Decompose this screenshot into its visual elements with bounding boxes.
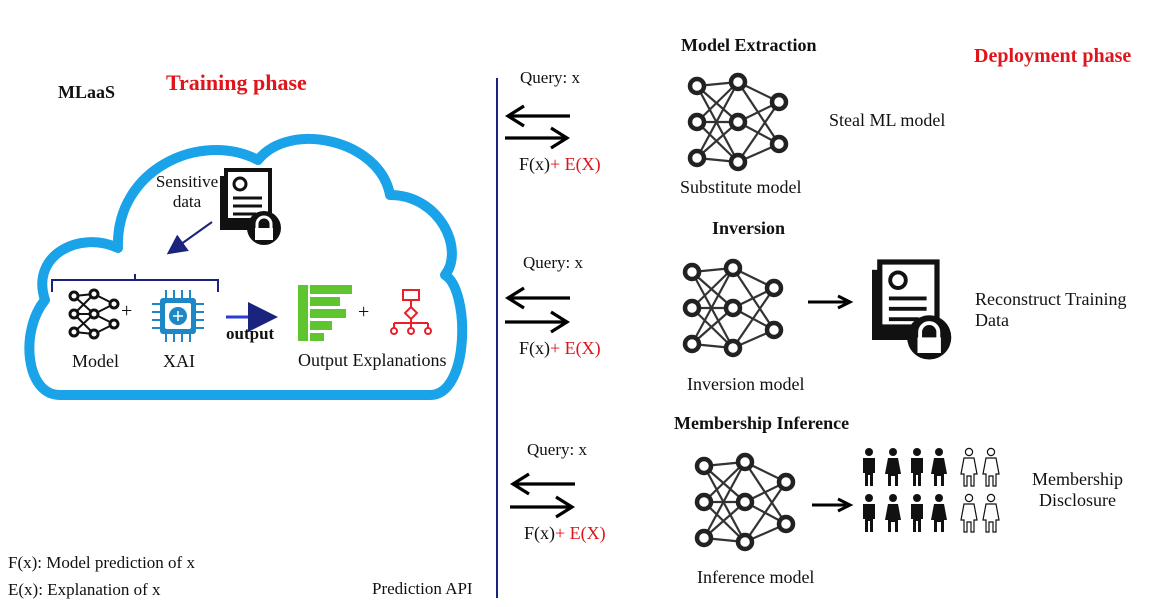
steal-model-label: Steal ML model: [829, 110, 946, 130]
inversion-model-icon: [685, 261, 781, 355]
plus-sign-2: +: [358, 301, 370, 323]
reconstruct-line2: Data: [975, 310, 1009, 330]
deployment-phase-label: Deployment phase: [974, 45, 1132, 67]
membership-inference-title: Membership Inference: [674, 413, 850, 433]
sensitive-data-label: Sensitive data: [150, 172, 224, 212]
reconstruct-data-label: Reconstruct Training Data: [975, 289, 1127, 331]
query-label-2: Query: x: [523, 253, 583, 272]
sensitive-data-line1: Sensitive: [155, 172, 219, 191]
exchange-arrows-3: [509, 472, 576, 519]
response-label-2: F(x)+ E(X): [519, 338, 601, 359]
membership-result-arrow: [812, 497, 854, 513]
neural-network-icon: [68, 288, 120, 340]
document-lock-icon: [218, 168, 283, 247]
response-suffix-3: + E(X): [555, 523, 606, 543]
mlaas-label: MLaaS: [58, 82, 116, 102]
inference-model-label: Inference model: [697, 567, 815, 587]
flowchart-icon: [390, 289, 432, 335]
inversion-model-label: Inversion model: [687, 374, 805, 394]
model-label: Model: [72, 351, 119, 371]
chip-icon: [152, 290, 204, 342]
inversion-result-arrow: [808, 294, 854, 310]
membership-disclosure-label: Membership Disclosure: [1020, 469, 1135, 511]
sensitive-data-arrow: [166, 221, 213, 255]
membership-line2: Disclosure: [1039, 490, 1116, 510]
response-prefix-1: F(x): [519, 154, 550, 174]
people-icon: [863, 447, 1000, 533]
model-extraction-title: Model Extraction: [681, 35, 817, 55]
prediction-api-label: Prediction API: [372, 579, 473, 598]
output-arrow-label: output: [226, 324, 275, 343]
legend-ex: E(x): Explanation of x: [8, 580, 161, 599]
exchange-arrows-1: [504, 104, 571, 150]
cloud-icon: [24, 134, 468, 400]
inference-model-icon: [697, 455, 793, 549]
training-phase-label: Training phase: [166, 70, 307, 95]
response-prefix-2: F(x): [519, 338, 550, 358]
response-label-1: F(x)+ E(X): [519, 154, 601, 175]
response-suffix-1: + E(X): [550, 154, 601, 174]
response-label-3: F(x)+ E(X): [524, 523, 606, 544]
query-label-3: Query: x: [527, 440, 587, 459]
response-prefix-3: F(x): [524, 523, 555, 543]
substitute-model-icon: [690, 75, 786, 169]
output-explanations-label: Output Explanations: [298, 350, 447, 370]
query-label-1: Query: x: [520, 68, 580, 87]
bracket: [51, 274, 219, 292]
xai-label: XAI: [163, 351, 195, 371]
bar-chart-icon: [298, 285, 352, 341]
reconstruct-line1: Reconstruct Training: [975, 289, 1127, 309]
membership-line1: Membership: [1032, 469, 1123, 489]
plus-sign-1: +: [121, 300, 133, 322]
sensitive-data-line2: data: [172, 192, 202, 211]
legend-fx: F(x): Model prediction of x: [8, 553, 195, 572]
substitute-model-label: Substitute model: [680, 177, 802, 197]
response-suffix-2: + E(X): [550, 338, 601, 358]
exchange-arrows-2: [504, 286, 571, 334]
reconstructed-document-icon: [872, 262, 951, 360]
inversion-title: Inversion: [712, 218, 786, 238]
